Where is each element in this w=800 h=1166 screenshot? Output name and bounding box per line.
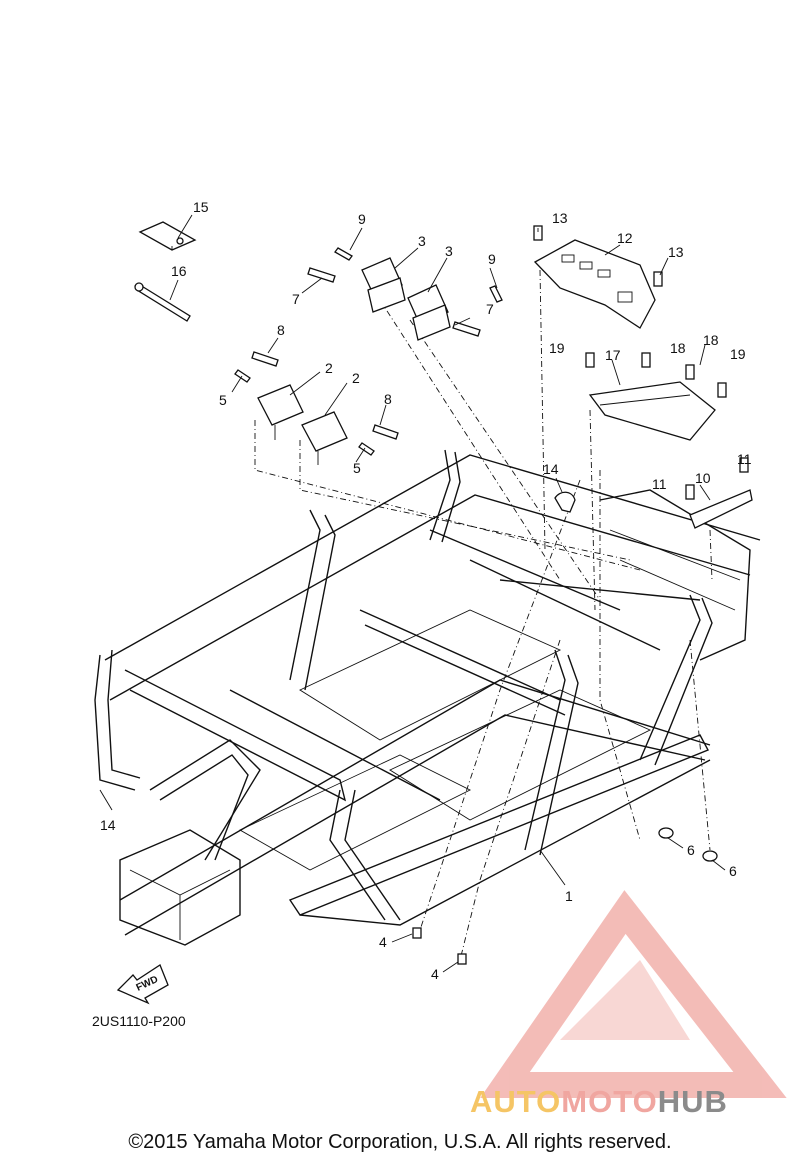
- part-14-clip: [554, 491, 576, 513]
- part-12-bracket: [533, 239, 656, 329]
- callout-11: 11: [652, 476, 667, 492]
- callout-12: 12: [617, 230, 633, 246]
- callout-8: 8: [384, 391, 392, 407]
- part-10-bracket: [689, 489, 753, 529]
- callout-11: 11: [737, 451, 752, 467]
- watermark-logo: [480, 890, 787, 1098]
- callout-7: 7: [486, 301, 494, 317]
- callout-9: 9: [358, 211, 366, 227]
- callout-6: 6: [687, 842, 695, 858]
- callout-5: 5: [219, 392, 227, 408]
- callout-16: 16: [171, 263, 187, 279]
- callout-9: 9: [488, 251, 496, 267]
- callout-5: 5: [353, 460, 361, 476]
- callout-15: 15: [193, 199, 209, 215]
- part-3-mount-b: [407, 284, 451, 341]
- part-4-clips: [412, 927, 467, 965]
- callout-6: 6: [729, 863, 737, 879]
- part-15-plate: [138, 221, 197, 251]
- main-frame: [94, 449, 761, 946]
- callout-13: 13: [552, 210, 568, 226]
- callout-14: 14: [543, 461, 559, 477]
- assembly-lines: [254, 269, 713, 961]
- callout-7: 7: [292, 291, 300, 307]
- callout-19: 19: [730, 346, 746, 362]
- callout-17: 17: [605, 347, 621, 363]
- callout-19: 19: [549, 340, 565, 356]
- part-16-pin: [134, 282, 191, 322]
- watermark-hub: HUB: [657, 1084, 728, 1119]
- callout-13: 13: [668, 244, 684, 260]
- callout-10: 10: [695, 470, 711, 486]
- callout-18: 18: [703, 332, 719, 348]
- callout-18: 18: [670, 340, 686, 356]
- callout-4: 4: [431, 966, 439, 982]
- watermark-text: AUTOMOTOHUB: [470, 1084, 728, 1120]
- callout-3: 3: [418, 233, 426, 249]
- callout-1: 1: [565, 888, 573, 904]
- watermark-auto: AUTO: [470, 1084, 562, 1119]
- part-6-grommets: [658, 827, 718, 862]
- watermark-moto: MOTO: [561, 1084, 658, 1119]
- callout-3: 3: [445, 243, 453, 259]
- fwd-arrow-icon: FWD: [116, 964, 169, 1005]
- callout-labels: 15 16 9 3 3 9 7 7 13 12 13 8 2 2 5 8 5 1…: [100, 199, 752, 982]
- part-3-mount-a: [361, 257, 406, 313]
- part-2-mount-b: [301, 411, 348, 465]
- diagram-reference-code: 2US1110-P200: [92, 1013, 186, 1029]
- callout-2: 2: [325, 360, 333, 376]
- callout-2: 2: [352, 370, 360, 386]
- callout-4: 4: [379, 934, 387, 950]
- callout-leaders: [99, 214, 726, 973]
- copyright-notice: ©2015 Yamaha Motor Corporation, U.S.A. A…: [128, 1131, 672, 1153]
- bolts: [234, 225, 749, 500]
- part-17-plate: [588, 381, 716, 441]
- callout-14: 14: [100, 817, 116, 833]
- callout-8: 8: [277, 322, 285, 338]
- part-2-mount-a: [257, 384, 304, 440]
